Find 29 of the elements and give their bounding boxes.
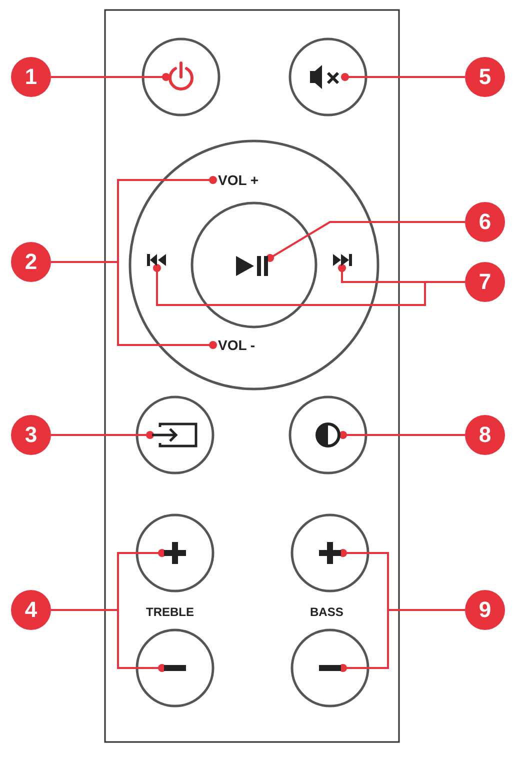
- minus-icon: [319, 665, 341, 671]
- half-circle-icon: [316, 422, 340, 448]
- callout-number: 8: [465, 415, 505, 455]
- button-label: VOL -: [218, 337, 256, 353]
- leader-line: [339, 431, 465, 439]
- callout-number: 3: [11, 415, 51, 455]
- power-icon: [168, 62, 194, 90]
- callout-number: 4: [11, 590, 51, 630]
- plus-icon: [316, 539, 344, 567]
- next-icon: [333, 254, 352, 266]
- leader-line: [51, 73, 170, 81]
- button-label: VOL +: [218, 172, 259, 188]
- callout-number: 2: [11, 242, 51, 282]
- muted-speaker-icon: [310, 65, 340, 89]
- callout-number: 9: [465, 590, 505, 630]
- callout-number: 1: [11, 57, 51, 97]
- callout-number: 6: [465, 202, 505, 242]
- input-icon: [150, 422, 198, 448]
- callout-number: 7: [465, 262, 505, 302]
- minus-icon: [164, 665, 186, 671]
- plus-icon: [161, 539, 189, 567]
- previous-icon: [147, 254, 166, 266]
- play-pause-icon: [236, 256, 268, 276]
- button-label: BASS: [310, 605, 344, 619]
- button-label: TREBLE: [146, 605, 194, 619]
- callout-number: 5: [465, 57, 505, 97]
- leader-line: [341, 73, 465, 81]
- leader-line: [266, 221, 465, 262]
- leader-line: [51, 431, 154, 439]
